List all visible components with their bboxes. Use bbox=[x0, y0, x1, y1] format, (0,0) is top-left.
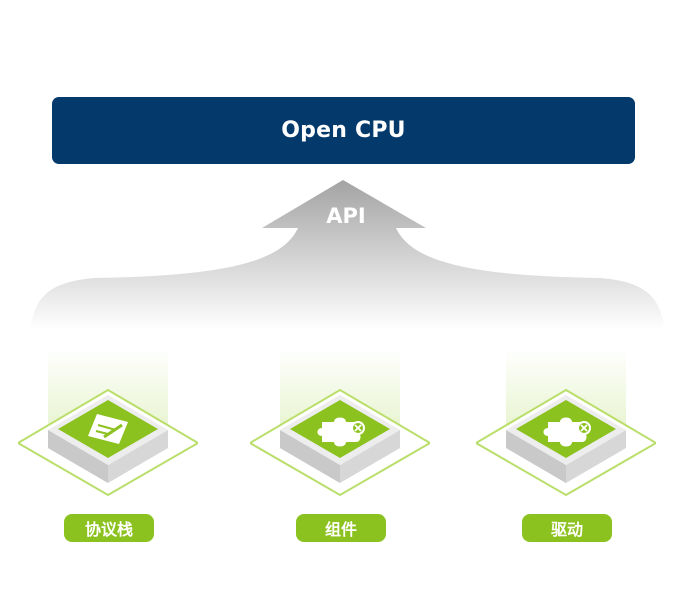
puzzle-piece-icon bbox=[543, 417, 591, 447]
module-protocol-stack: 协议栈 bbox=[18, 340, 198, 550]
module-drivers: 驱动 bbox=[476, 340, 656, 550]
document-pen-icon bbox=[88, 414, 128, 444]
module-protocol-stack-label: 协议栈 bbox=[64, 514, 154, 542]
open-cpu-label: Open CPU bbox=[281, 118, 406, 143]
open-cpu-block: Open CPU bbox=[52, 97, 635, 164]
api-label: API bbox=[326, 204, 366, 228]
module-components-label: 组件 bbox=[296, 514, 386, 542]
module-drivers-label: 驱动 bbox=[522, 514, 612, 542]
module-components: 组件 bbox=[250, 340, 430, 550]
puzzle-piece-icon bbox=[317, 417, 365, 447]
